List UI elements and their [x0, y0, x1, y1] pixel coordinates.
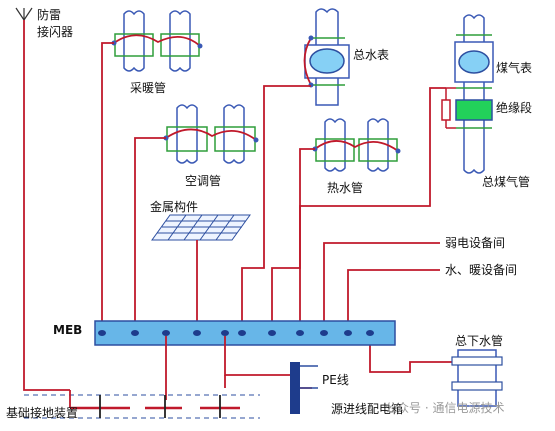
meb-label: MEB [53, 323, 82, 337]
heating-clamp-icon [197, 43, 203, 49]
hot-water-bond-wire [314, 140, 399, 152]
gas-pipe [454, 14, 494, 174]
watermark-text: 公众号 · 通信电源技术 [385, 401, 504, 415]
heating-pipe-left [123, 10, 145, 72]
metal-grid-panel [151, 214, 251, 241]
lightning-arrester-label-2: 接闪器 [37, 24, 73, 39]
hot-water-pipe-label: 热水管 [327, 180, 363, 195]
metal-component-label: 金属构件 [150, 199, 198, 214]
foundation-grounding-label: 基础接地装置 [6, 405, 78, 420]
insulation-section-label: 绝缘段 [496, 100, 532, 115]
water-meter-pipe [304, 8, 350, 106]
ac-bond-wire [165, 128, 257, 141]
hot-water-pipe-left [324, 118, 346, 172]
water-clamp-icon [308, 35, 314, 41]
power-box-label: 源进线配电箱 [331, 401, 403, 416]
pe-wire-label: PE线 [322, 373, 349, 387]
water-heating-room-label: 水、暖设备间 [445, 263, 517, 277]
gas-meter-label: 煤气表 [496, 60, 532, 75]
ac-pipe-right [223, 104, 245, 164]
water-meter-bypass-wire [303, 37, 312, 86]
total-water-meter-label: 总水表 [353, 48, 389, 62]
lightning-arrester-icon [15, 7, 33, 21]
heating-pipe-right [169, 10, 191, 72]
main-gas-pipe-label: 总煤气管 [482, 174, 530, 189]
main-drain-pipe-label: 总下水管 [455, 333, 503, 348]
power-box-bus [290, 362, 300, 414]
ac-pipe-label: 空调管 [185, 173, 221, 188]
weak-current-room-label: 弱电设备间 [445, 236, 505, 250]
gas-pipe-brackets [456, 34, 492, 129]
hot-water-clamp-icon [395, 148, 401, 154]
heating-pipe-label: 采暖管 [130, 80, 166, 95]
heating-bond-wire [113, 34, 201, 47]
hot-water-pipe-right [367, 118, 389, 172]
drain-pipe [451, 349, 503, 407]
ground-stakes [99, 395, 221, 418]
ac-clamp-icon [253, 137, 259, 143]
ac-pipe-left [176, 104, 198, 164]
spark-gap-icon [441, 99, 451, 121]
bonding-conductors [23, 20, 456, 391]
pe-brackets [300, 365, 318, 389]
insulation-section-block [455, 99, 493, 121]
lightning-arrester-label-1: 防雷 [37, 7, 61, 22]
meb-terminals [98, 330, 374, 336]
water-meter-brackets [310, 37, 345, 86]
